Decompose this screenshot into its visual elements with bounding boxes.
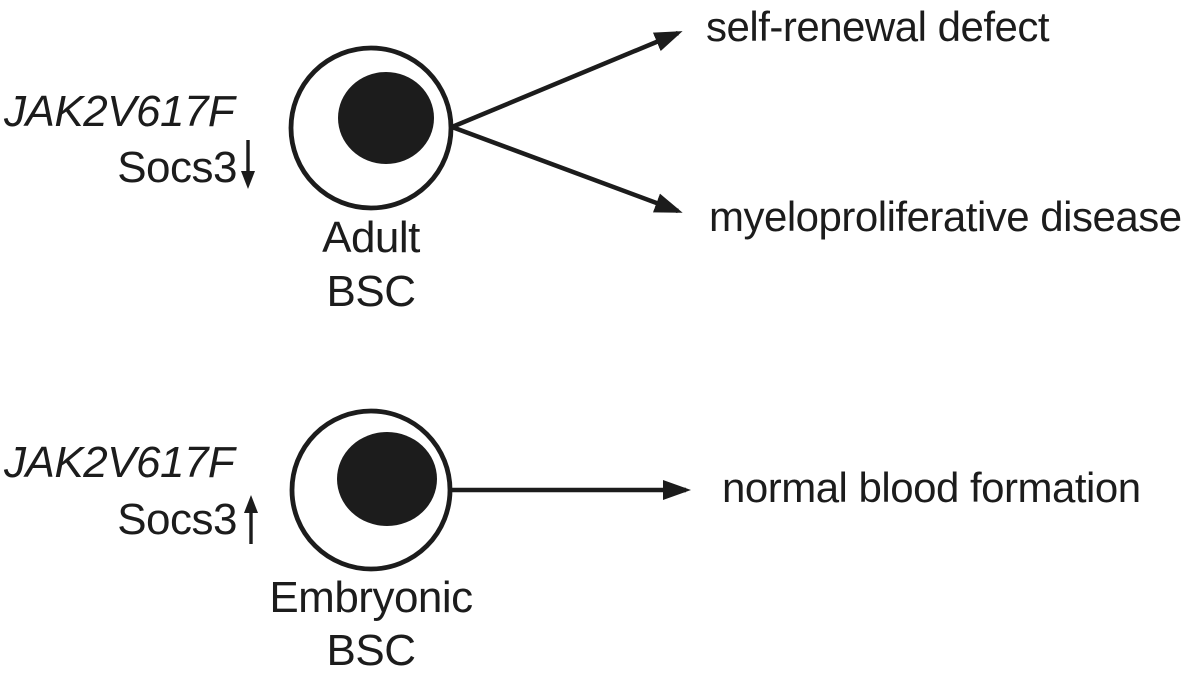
embryonic-cell-name: Embryonic BSC [256, 571, 486, 674]
outcome-self-renewal-defect: self-renewal defect [706, 3, 1050, 50]
adult-cell-name-line1: Adult [322, 213, 420, 262]
outcome-myeloproliferative-disease: myeloproliferative disease [709, 193, 1182, 240]
adult-regulator-label: Socs3 [117, 143, 237, 192]
adult-cell-name-line2: BSC [326, 267, 416, 316]
outcome-normal-blood-formation: normal blood formation [722, 464, 1141, 511]
embryonic-gene-label: JAK2V617F [4, 438, 235, 487]
embryonic-regulator-label: Socs3 [117, 495, 237, 544]
adult-cell-name: Adult BSC [281, 211, 461, 319]
adult-gene-label: JAK2V617F [4, 87, 235, 136]
arrow-to-self-renewal-defect [451, 30, 683, 130]
arrow-to-myeloproliferative-disease [451, 124, 683, 214]
embryonic-cell-name-line2: BSC [326, 626, 416, 674]
embryonic-cell-nucleus [337, 432, 437, 526]
embryonic-cell-name-line1: Embryonic [269, 573, 473, 622]
adult-cell-nucleus [338, 72, 434, 164]
